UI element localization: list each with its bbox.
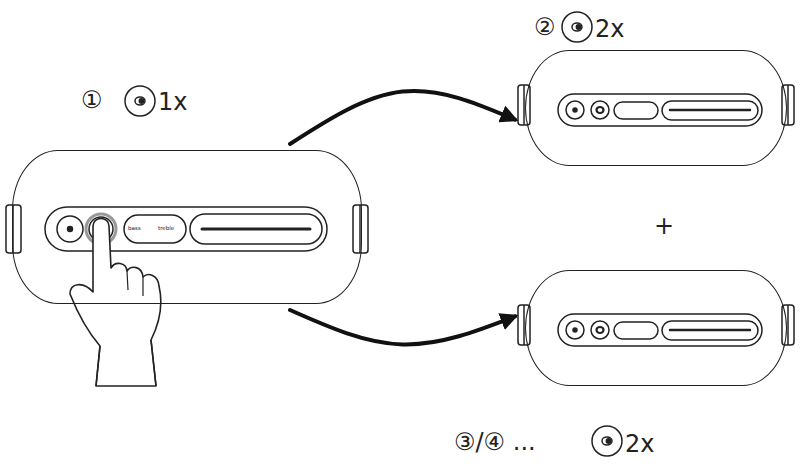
control-panel <box>45 207 327 251</box>
step-number: ③/④ ... <box>454 428 536 456</box>
power-button <box>57 216 83 242</box>
speaker-details <box>518 305 794 346</box>
flow-arrow <box>290 310 515 344</box>
mode-button-icon <box>125 86 155 116</box>
step-number: ② <box>534 13 556 41</box>
button-label: bass <box>128 225 141 232</box>
speaker-body: ②2x <box>525 50 787 166</box>
speaker-handle <box>353 205 368 253</box>
step-number: ① <box>81 86 103 114</box>
pressing-hand <box>70 219 161 387</box>
speaker-body: ③/④ ...2x <box>525 270 787 386</box>
speaker-details <box>518 85 794 126</box>
mode-button-icon <box>562 12 592 42</box>
speaker-body: ①1x <box>12 150 362 304</box>
press-count: 2x <box>625 430 654 458</box>
button-label: treble <box>158 225 174 232</box>
bass-treble-button <box>124 215 186 243</box>
light-bar <box>190 214 322 244</box>
press-count: 1x <box>158 88 187 116</box>
plus-sign: + <box>654 212 674 241</box>
flow-arrow <box>290 91 515 144</box>
mode-button-icon <box>592 426 622 456</box>
speaker-handle <box>6 205 21 253</box>
press-count: 2x <box>595 15 624 43</box>
